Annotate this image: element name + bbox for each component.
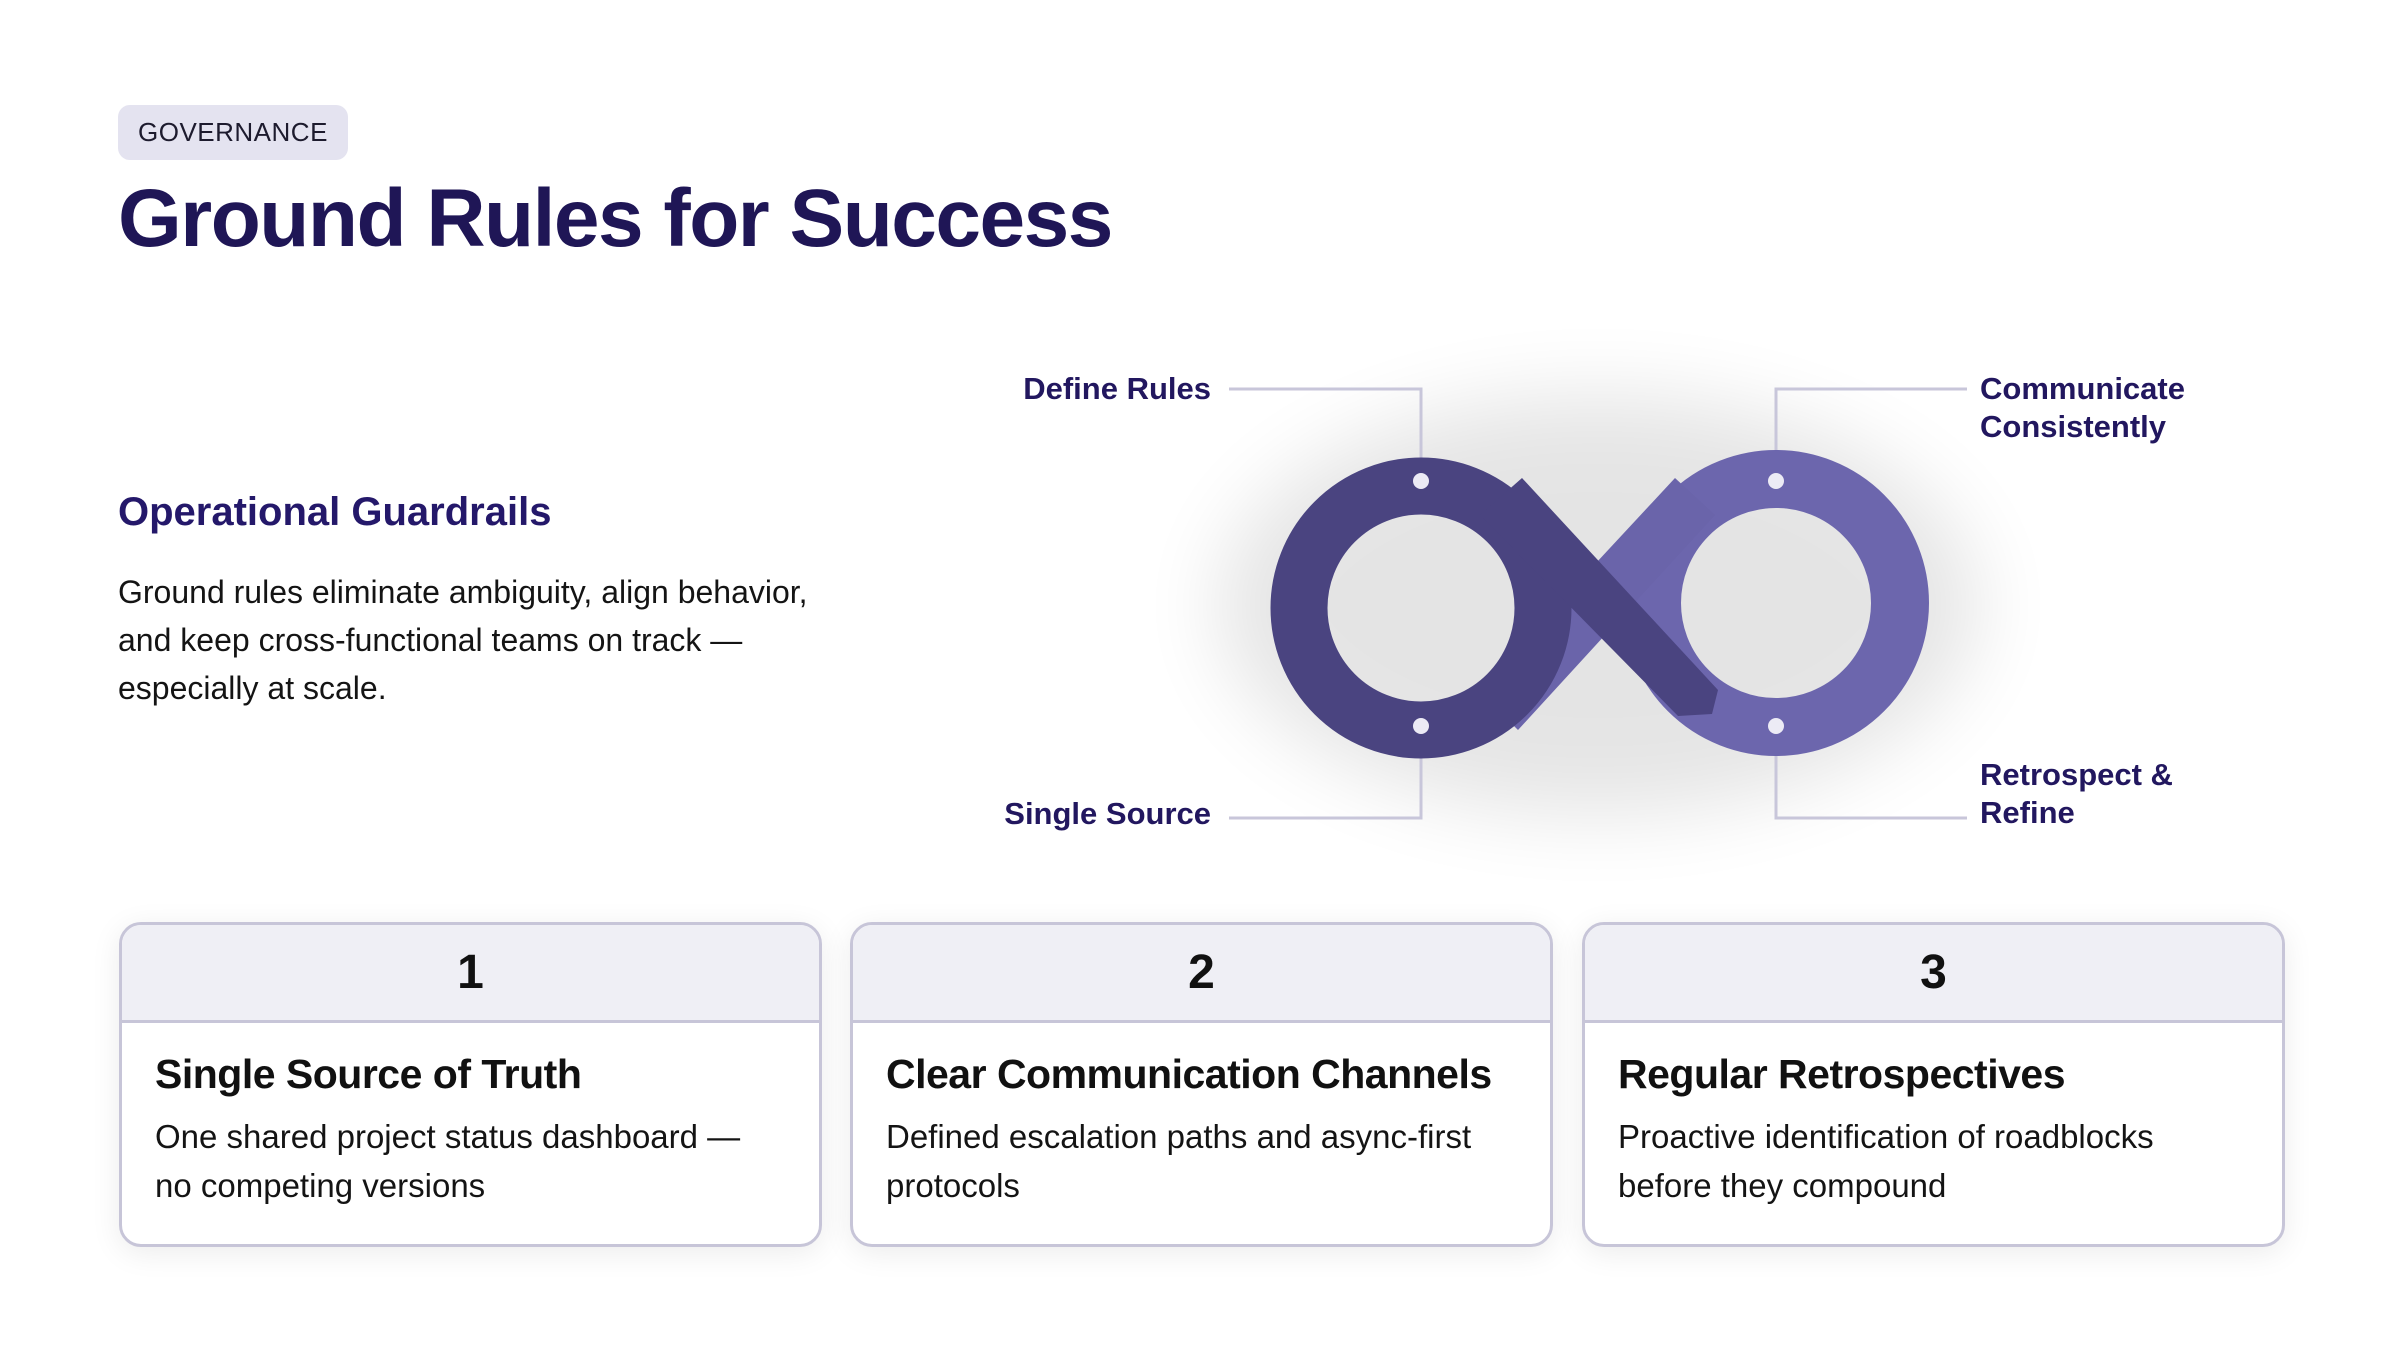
- rule-card-1: 1 Single Source of Truth One shared proj…: [119, 922, 822, 1247]
- card-number: 2: [853, 925, 1550, 1023]
- card-title: Single Source of Truth: [155, 1051, 582, 1097]
- crossing-band-dark: [1480, 478, 1718, 716]
- dot-single-source: [1413, 718, 1429, 734]
- label-retrospect-refine: Retrospect & Refine: [1980, 757, 2173, 830]
- card-description: One shared project status dashboard — no…: [155, 1118, 741, 1204]
- card-number: 1: [122, 925, 819, 1023]
- leader-line-retrospect: [1774, 726, 1967, 820]
- page-title: Ground Rules for Success: [118, 173, 1113, 264]
- label-single-source: Single Source: [1004, 796, 1211, 831]
- dot-define-rules: [1413, 473, 1429, 489]
- card-title: Clear Communication Channels: [886, 1051, 1492, 1097]
- card-description: Proactive identification of roadblocks b…: [1618, 1118, 2154, 1204]
- section-heading: Operational Guardrails: [118, 490, 552, 534]
- rule-card-2: 2 Clear Communication Channels Defined e…: [850, 922, 1553, 1247]
- leader-line-define-rules: [1229, 387, 1423, 481]
- dot-communicate: [1768, 473, 1784, 489]
- card-number: 3: [1585, 925, 2282, 1023]
- label-define-rules: Define Rules: [1023, 371, 1211, 406]
- section-body: Ground rules eliminate ambiguity, align …: [118, 574, 808, 706]
- label-communicate-consistently: Communicate Consistently: [1980, 371, 2185, 444]
- category-badge: GOVERNANCE: [118, 105, 348, 160]
- card-description: Defined escalation paths and async-first…: [886, 1118, 1472, 1204]
- rule-card-3: 3 Regular Retrospectives Proactive ident…: [1582, 922, 2285, 1247]
- dot-retrospect: [1768, 718, 1784, 734]
- card-title: Regular Retrospectives: [1618, 1051, 2066, 1097]
